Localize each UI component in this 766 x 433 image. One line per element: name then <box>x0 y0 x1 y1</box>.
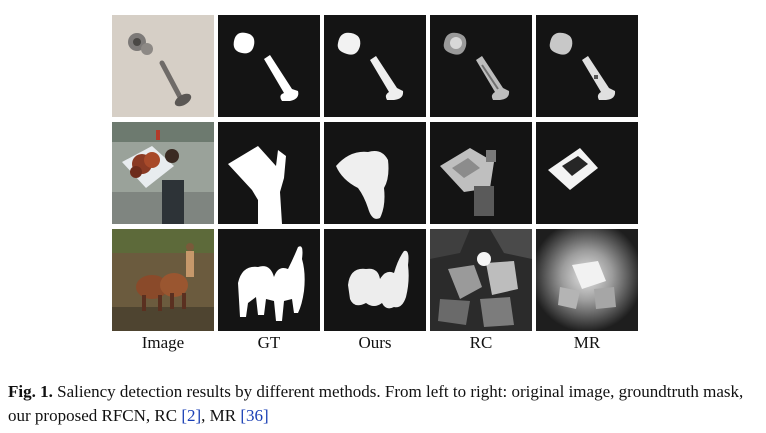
figure-caption: Fig. 1. Saliency detection results by di… <box>8 380 753 428</box>
row2-ours <box>324 122 426 224</box>
column-label-mr: MR <box>573 333 601 352</box>
row1-mr <box>536 15 638 117</box>
caption-text: Saliency detection results by different … <box>8 382 744 425</box>
citation-rc-link[interactable]: [2] <box>181 406 202 425</box>
column-label-rc: RC <box>469 333 493 352</box>
row2-rc <box>430 122 532 224</box>
row2-image <box>112 122 214 224</box>
row1-image <box>112 15 214 117</box>
row1-gt <box>218 15 320 117</box>
column-label-ours: Ours <box>358 333 392 352</box>
row3-mr <box>536 229 638 331</box>
row3-ours <box>324 229 426 331</box>
row3-image <box>112 229 214 331</box>
row3-rc <box>430 229 532 331</box>
row2-mr <box>536 122 638 224</box>
figure-grid <box>112 15 638 332</box>
row3-gt <box>218 229 320 331</box>
row1-rc <box>430 15 532 117</box>
figure-label: Fig. 1. <box>8 382 53 401</box>
row2-gt <box>218 122 320 224</box>
caption-text-between: , MR <box>201 406 241 425</box>
column-label-image: Image <box>141 333 185 352</box>
row1-ours <box>324 15 426 117</box>
citation-mr-link[interactable]: [36] <box>240 406 269 425</box>
column-label-gt: GT <box>257 333 281 352</box>
